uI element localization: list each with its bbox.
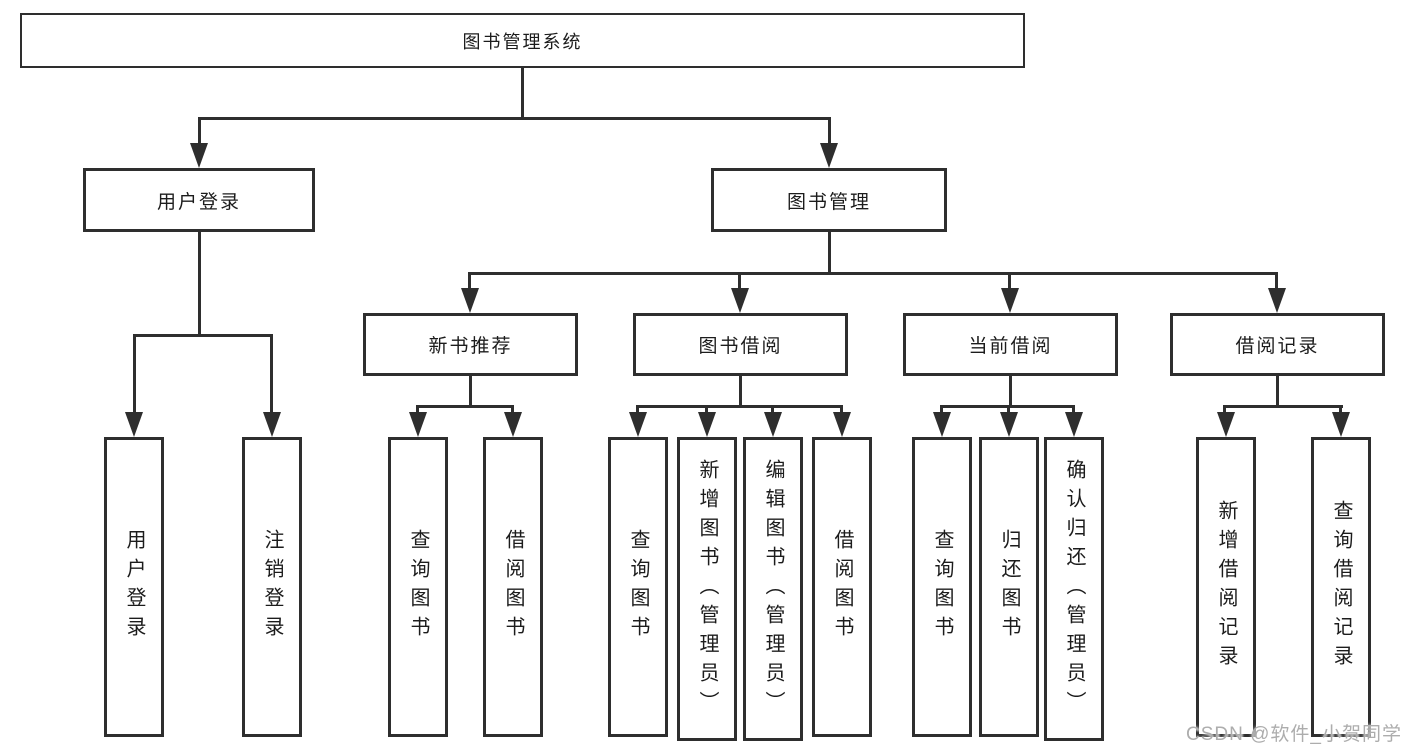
edge-book-borrow-group-horizontal [636,405,843,408]
edge-current-borrow-vertical [1009,374,1012,407]
leaf-query-borrow-record-label: 查询借阅记录 [1330,500,1352,674]
edge-leaf-query-rec-stub [416,405,419,415]
node-borrow-records: 借阅记录 [1170,313,1385,376]
leaf-borrow-books-rec-label: 借阅图书 [502,529,524,645]
arrowhead-leaf-add-book-icon [698,412,716,437]
arrowhead-book-borrow-icon [731,288,749,313]
arrowhead-book-mgmt-icon [820,143,838,168]
arrowhead-leaf-confirm-return-icon [1065,412,1083,437]
edge-leaf-return-stub [1007,405,1010,415]
edge-level3-horizontal [468,272,1278,275]
edge-level2-horizontal [198,117,831,120]
arrowhead-leaf-query-borrow-icon [629,412,647,437]
edge-leaf-borrow-borrow-stub [840,405,843,415]
arrowhead-leaf-add-record-icon [1217,412,1235,437]
node-user-login: 用户登录 [83,168,315,232]
edge-leaf-query-borrow-stub [636,405,639,415]
arrowhead-leaf-logout-icon [263,412,281,437]
leaf-logout-label: 注销登录 [261,529,283,645]
leaf-add-book: 新增图书（管理员） [677,437,737,741]
arrowhead-leaf-query-record-icon [1332,412,1350,437]
edge-user-login-stub [198,117,201,145]
edge-borrow-records-group-horizontal [1223,405,1343,408]
edge-leaf-query-current-stub [940,405,943,415]
node-book-mgmt-label: 图书管理 [786,191,871,213]
edge-leaf-add-book-stub [705,405,708,415]
leaf-query-borrow-record: 查询借阅记录 [1311,437,1371,737]
edge-leaf-logout-stub [270,334,273,416]
edge-leaf-confirm-return-stub [1072,405,1075,415]
leaf-return-book: 归还图书 [979,437,1039,737]
edge-new-book-rec-stub [468,272,471,292]
leaf-confirm-return: 确认归还（管理员） [1044,437,1104,741]
edge-leaf-user-login-stub [133,334,136,416]
leaf-query-books-rec-label: 查询图书 [407,529,429,645]
arrowhead-leaf-borrow-borrow-icon [833,412,851,437]
node-current-borrow: 当前借阅 [903,313,1118,376]
edge-user-login-group-horizontal [133,334,273,337]
leaf-borrow-books-rec: 借阅图书 [483,437,543,737]
node-book-mgmt: 图书管理 [711,168,947,232]
edge-user-login-vertical [198,230,201,335]
arrowhead-borrow-records-icon [1268,288,1286,313]
leaf-add-borrow-record-label: 新增借阅记录 [1215,500,1237,674]
node-new-book-rec-label: 新书推荐 [428,336,513,357]
arrowhead-leaf-user-login-icon [125,412,143,437]
node-user-login-label: 用户登录 [156,191,241,213]
leaf-add-book-label: 新增图书（管理员） [696,458,718,720]
leaf-query-books-rec: 查询图书 [388,437,448,737]
node-new-book-rec: 新书推荐 [363,313,578,376]
leaf-confirm-return-label: 确认归还（管理员） [1063,458,1085,720]
arrowhead-user-login-icon [190,143,208,168]
leaf-user-login: 用户登录 [104,437,164,737]
arrowhead-new-book-rec-icon [461,288,479,313]
edge-borrow-records-stub [1275,272,1278,292]
node-book-borrow: 图书借阅 [633,313,848,376]
leaf-query-books-current: 查询图书 [912,437,972,737]
leaf-query-books-borrow-label: 查询图书 [627,529,649,645]
leaf-user-login-label: 用户登录 [123,529,145,645]
leaf-borrow-books-borrow-label: 借阅图书 [831,529,853,645]
arrowhead-leaf-query-rec-icon [409,412,427,437]
arrowhead-leaf-query-current-icon [933,412,951,437]
leaf-edit-book-label: 编辑图书（管理员） [762,458,784,720]
edge-leaf-query-record-stub [1339,405,1342,415]
leaf-query-books-borrow: 查询图书 [608,437,668,737]
leaf-logout: 注销登录 [242,437,302,737]
node-book-borrow-label: 图书借阅 [698,336,783,357]
arrowhead-leaf-return-icon [1000,412,1018,437]
arrowhead-leaf-edit-book-icon [764,412,782,437]
edge-leaf-borrow-rec-stub [511,405,514,415]
leaf-add-borrow-record: 新增借阅记录 [1196,437,1256,737]
leaf-borrow-books-borrow: 借阅图书 [812,437,872,737]
edge-current-borrow-stub [1008,272,1011,292]
csdn-watermark: CSDN @软件_小贺同学 [1186,724,1402,745]
arrowhead-leaf-borrow-rec-icon [504,412,522,437]
edge-new-book-rec-group-horizontal [416,405,514,408]
edge-new-book-rec-vertical [469,374,472,407]
leaf-query-books-current-label: 查询图书 [931,529,953,645]
leaf-edit-book: 编辑图书（管理员） [743,437,803,741]
edge-leaf-add-record-stub [1223,405,1226,415]
node-root: 图书管理系统 [20,13,1025,68]
arrowhead-current-borrow-icon [1001,288,1019,313]
leaf-return-book-label: 归还图书 [998,529,1020,645]
node-current-borrow-label: 当前借阅 [968,336,1053,357]
edge-book-mgmt-vertical [828,230,831,274]
edge-book-borrow-stub [738,272,741,292]
edge-book-mgmt-stub [828,117,831,145]
node-root-label: 图书管理系统 [462,31,583,52]
node-borrow-records-label: 借阅记录 [1235,336,1320,357]
edge-root-vertical [521,66,524,119]
edge-book-borrow-vertical [739,374,742,407]
edge-leaf-edit-book-stub [771,405,774,415]
edge-borrow-records-vertical [1276,374,1279,407]
